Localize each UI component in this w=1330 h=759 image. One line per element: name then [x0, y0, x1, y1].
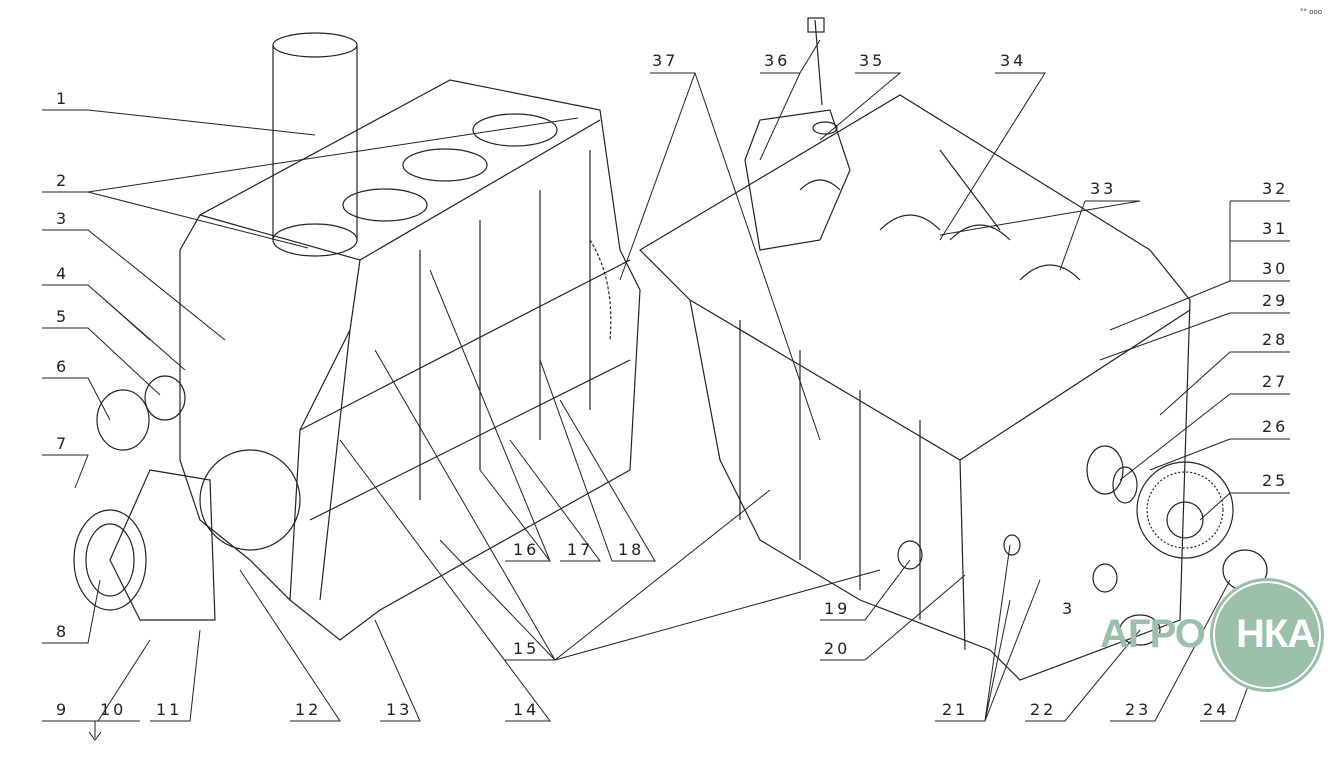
- leader-lines: [42, 39, 1290, 741]
- callout-30: 30: [1262, 259, 1289, 278]
- callout-22: 22: [1030, 700, 1057, 719]
- callout-18: 18: [618, 540, 645, 559]
- callout-9: 9: [56, 700, 70, 719]
- callout-21: 21: [942, 700, 969, 719]
- callout-19: 19: [824, 599, 851, 618]
- callout-23: 23: [1125, 700, 1152, 719]
- callout-15: 15: [513, 639, 540, 658]
- callout-27: 27: [1262, 372, 1289, 391]
- agro-logo: АГРО НКА: [1100, 578, 1328, 693]
- callout-6: 6: [56, 357, 70, 376]
- callout-8: 8: [56, 622, 70, 641]
- callout-26: 26: [1262, 417, 1289, 436]
- callout-35: 35: [859, 51, 886, 70]
- callout-32: 32: [1262, 179, 1289, 198]
- callout-36: 36: [764, 51, 791, 70]
- callout-12: 12: [295, 700, 322, 719]
- callout-3-right: 3: [1062, 599, 1076, 618]
- callout-20: 20: [824, 639, 851, 658]
- callout-11: 11: [156, 700, 183, 719]
- callout-2: 2: [56, 171, 70, 190]
- left-engine-block: [73, 32, 641, 641]
- logo-text-part1: АГРО: [1100, 612, 1206, 656]
- callout-24: 24: [1203, 700, 1230, 719]
- callout-16: 16: [513, 540, 540, 559]
- callout-7: 7: [56, 434, 70, 453]
- callout-33: 33: [1090, 179, 1117, 198]
- callout-3: 3: [56, 209, 70, 228]
- callout-37: 37: [652, 51, 679, 70]
- callout-13: 13: [386, 700, 413, 719]
- callout-14: 14: [513, 700, 540, 719]
- corner-mark: °° ooo: [1300, 8, 1323, 16]
- callout-28: 28: [1262, 330, 1289, 349]
- callout-10: 10: [100, 700, 127, 719]
- callout-1: 1: [56, 89, 70, 108]
- callout-5: 5: [56, 307, 70, 326]
- callout-29: 29: [1262, 291, 1289, 310]
- callout-34: 34: [1000, 51, 1027, 70]
- callout-31: 31: [1262, 219, 1289, 238]
- callout-25: 25: [1262, 471, 1289, 490]
- callout-17: 17: [567, 540, 594, 559]
- logo-text-part2: НКА: [1236, 612, 1316, 656]
- logo-circle: [1210, 578, 1324, 692]
- callout-4: 4: [56, 264, 70, 283]
